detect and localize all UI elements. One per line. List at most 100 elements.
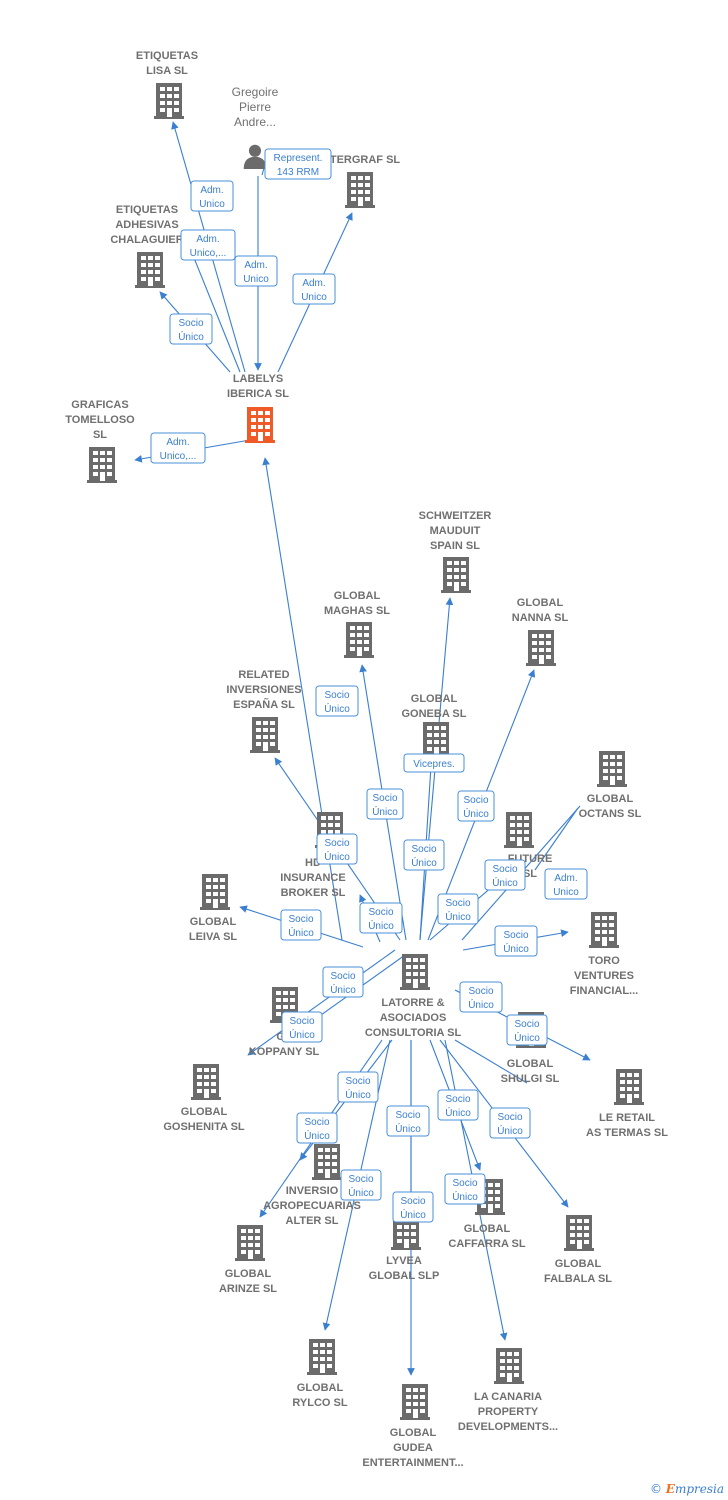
node-label: CONSULTORIA SL bbox=[365, 1027, 462, 1039]
edge-label-text: Vicepres. bbox=[413, 759, 455, 770]
building-icon bbox=[421, 722, 451, 758]
node-label: RYLCO SL bbox=[292, 1397, 347, 1409]
edge-label-frame bbox=[296, 1112, 338, 1144]
node-gregoire[interactable]: GregoirePierreAndre... bbox=[232, 85, 279, 169]
edge-label-text: Socio bbox=[348, 1174, 373, 1185]
node-label: LATORRE & bbox=[381, 997, 444, 1009]
node-label: AS TERMAS SL bbox=[586, 1127, 668, 1139]
edge-label-frame bbox=[292, 273, 336, 305]
node-label: VENTURES bbox=[574, 970, 634, 982]
edge-label-text: Socio bbox=[503, 930, 528, 941]
edge-line bbox=[454, 1039, 528, 1084]
edge-label-text: Único bbox=[372, 805, 398, 818]
edge-label-frame bbox=[280, 909, 322, 941]
edge-label-text: Socio bbox=[288, 914, 313, 925]
edge-label-box[interactable]: Adm.Unico bbox=[190, 180, 234, 212]
node-tergraf[interactable]: TERGRAF SL bbox=[330, 154, 401, 208]
edge-label-text: Socio bbox=[463, 795, 488, 806]
node-label: INVERSIO bbox=[286, 1185, 339, 1197]
building-icon bbox=[345, 172, 375, 208]
edge-label-text: Socio bbox=[514, 1019, 539, 1030]
edge-label-box[interactable]: Adm.Unico bbox=[544, 868, 588, 900]
node-label: GRAFICAS bbox=[71, 399, 128, 411]
edge-label-text: Unico bbox=[243, 274, 269, 285]
node-la-canaria[interactable]: LA CANARIAPROPERTYDEVELOPMENTS... bbox=[458, 1348, 558, 1433]
node-label: SL bbox=[93, 429, 107, 441]
edge-label-frame bbox=[169, 313, 213, 345]
node-label: BROKER SL bbox=[281, 887, 346, 899]
edge-label-frame bbox=[457, 790, 495, 822]
edge-label-frame bbox=[359, 902, 403, 934]
edge-label-text: 143 RRM bbox=[277, 167, 319, 178]
edge-line bbox=[534, 807, 579, 871]
edge-label-box[interactable]: Adm.Unico,... bbox=[150, 432, 206, 464]
edge-label-frame bbox=[437, 1089, 479, 1121]
person-icon bbox=[243, 144, 267, 169]
node-label: DEVELOPMENTS... bbox=[458, 1421, 558, 1433]
edge-label-text: Único bbox=[289, 1028, 315, 1041]
edge-label-box[interactable]: Represent.143 RRM bbox=[264, 148, 332, 180]
node-global-gudea[interactable]: GLOBALGUDEAENTERTAINMENT... bbox=[362, 1384, 464, 1469]
node-label: KOPPANY SL bbox=[249, 1046, 320, 1058]
edge-label-text: Adm. bbox=[196, 234, 219, 245]
edge-label-box[interactable]: Adm.Unico bbox=[292, 273, 336, 305]
edge-label-frame bbox=[322, 966, 364, 998]
edge-label-frame bbox=[366, 788, 404, 820]
node-toro[interactable]: TOROVENTURESFINANCIAL... bbox=[570, 912, 638, 997]
edge-label-text: Unico,... bbox=[160, 451, 197, 462]
edge-label-box[interactable]: Adm.Unico,... bbox=[180, 229, 236, 261]
edge-label-box[interactable]: Vicepres. bbox=[403, 753, 465, 773]
node-label: GLOBAL bbox=[225, 1268, 272, 1280]
building-icon bbox=[135, 252, 165, 288]
node-label: GLOBAL bbox=[507, 1058, 554, 1070]
building-icon bbox=[400, 1384, 430, 1420]
empresia-watermark: © Empresia bbox=[650, 1482, 724, 1496]
edge-label-box[interactable]: Adm.Unico bbox=[234, 255, 278, 287]
